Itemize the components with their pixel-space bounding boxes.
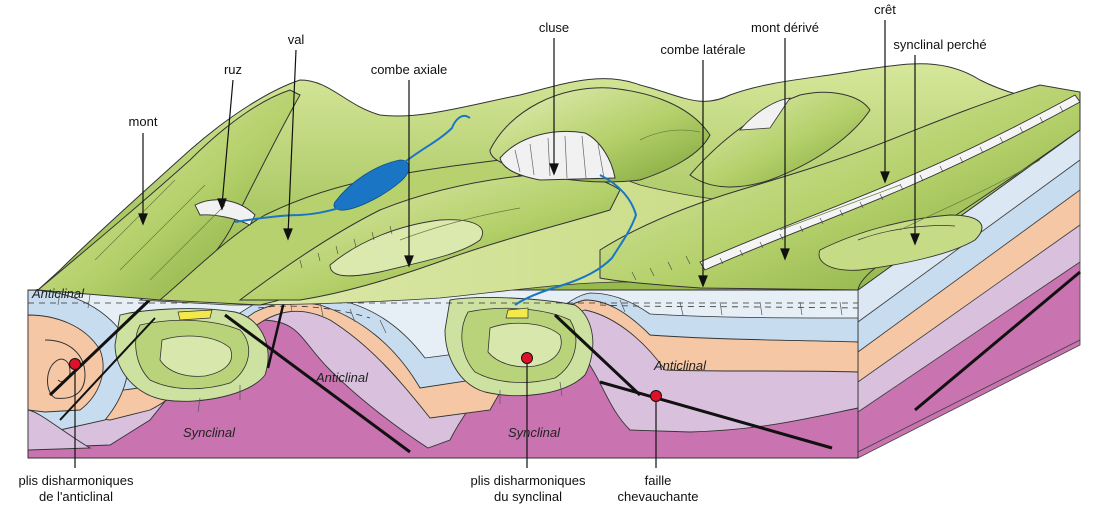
label-cret: crêt [864, 2, 906, 17]
label-mont: mont [123, 114, 163, 129]
label-anticlinal-center: Anticlinal [316, 370, 368, 385]
faille-marker [651, 391, 662, 402]
label-synclinal-perche: synclinal perché [880, 37, 1000, 52]
label-ruz: ruz [215, 62, 251, 77]
label-synclinal-left: Synclinal [183, 425, 235, 440]
plis-synclinal-marker [522, 353, 533, 364]
label-mont-derive: mont dérivé [742, 20, 828, 35]
label-plis-anticlinal-line2: de l'anticlinal [6, 489, 146, 505]
label-synclinal-right: Synclinal [508, 425, 560, 440]
label-cluse: cluse [530, 20, 578, 35]
label-plis-synclinal-line2: du synclinal [458, 489, 598, 505]
label-combe-axiale: combe axiale [356, 62, 462, 77]
label-combe-laterale: combe latérale [646, 42, 760, 57]
label-plis-anticlinal: plis disharmoniques de l'anticlinal [6, 473, 146, 505]
label-plis-synclinal-line1: plis disharmoniques [458, 473, 598, 489]
label-faille-chevauchante: faille chevauchante [610, 473, 706, 505]
label-plis-anticlinal-line1: plis disharmoniques [6, 473, 146, 489]
label-anticlinal-right: Anticlinal [654, 358, 706, 373]
label-faille-line1: faille [610, 473, 706, 489]
label-anticlinal-left: Anticlinal [32, 286, 84, 301]
label-faille-line2: chevauchante [610, 489, 706, 505]
label-val: val [280, 32, 312, 47]
label-plis-synclinal: plis disharmoniques du synclinal [458, 473, 598, 505]
plis-anticlinal-marker [70, 359, 81, 370]
